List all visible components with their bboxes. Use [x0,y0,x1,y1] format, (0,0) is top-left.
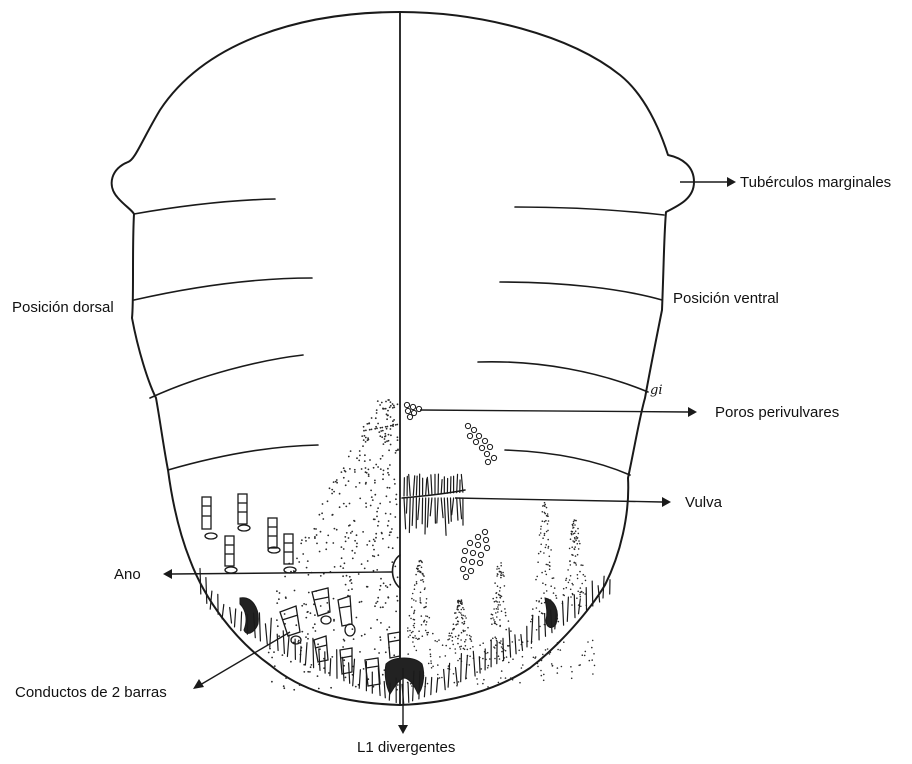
body-outline [112,12,694,705]
ventral-segment-1 [515,207,664,215]
label-poros-perivulvares: Poros perivulvares [715,404,839,421]
dorsal-segment-4 [168,445,318,470]
anus [393,555,401,588]
ventral-segment-4 [505,450,630,475]
label-l1-divergentes: L1 divergentes [357,739,455,756]
label-conductos-2-barras: Conductos de 2 barras [15,684,167,701]
label-posicion-ventral: Posición ventral [673,290,779,307]
pointer-poros [420,407,697,417]
label-ano: Ano [114,566,141,583]
ventral-segment-2 [500,282,662,300]
label-vulva: Vulva [685,494,723,511]
dorsal-segment-3 [150,355,303,398]
pointer-tuberculos [680,177,736,187]
pointer-vulva [455,497,671,507]
ventral-segment-3 [478,362,648,392]
marginal-setae [200,569,610,704]
dorsal-segment-1 [134,199,275,214]
illustrator-signature: gi [650,383,662,398]
label-tuberculos-marginales: Tubérculos marginales [740,174,891,191]
perivulvar-pores-small [404,402,421,419]
perivulvar-pores-group-2 [465,423,496,464]
dorsal-segment-2 [134,278,312,300]
vulva-fringe [402,474,465,535]
label-posicion-dorsal: Posición dorsal [12,299,114,316]
perivulvar-pores-group-3 [460,529,489,579]
